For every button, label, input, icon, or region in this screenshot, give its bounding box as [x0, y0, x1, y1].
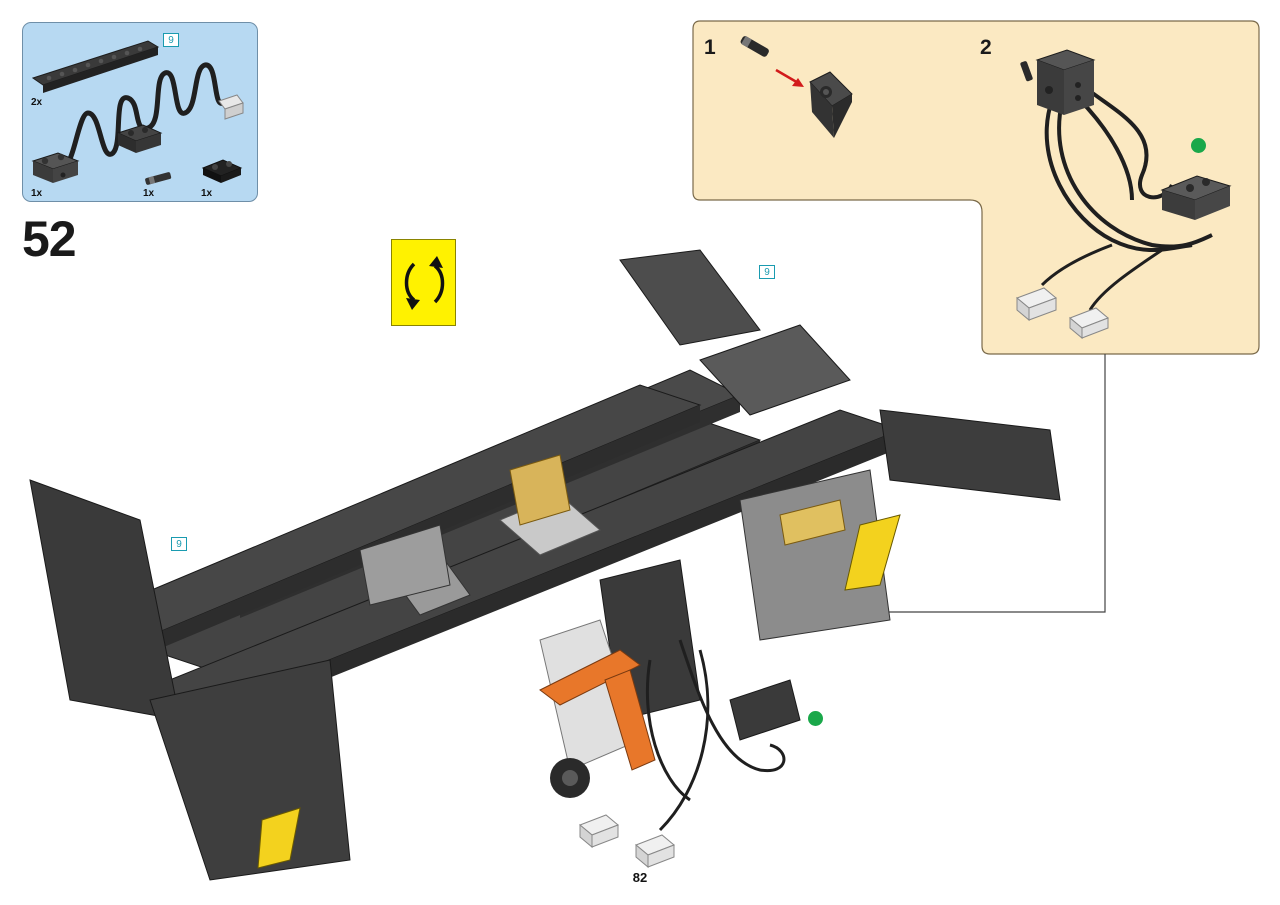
model-callout-beam-9-rear: 9	[759, 265, 775, 279]
pin-quantity: 1x	[143, 188, 155, 199]
plate-quantity: 1x	[201, 188, 213, 199]
substep-number-1: 1	[704, 36, 716, 59]
substep1-illustration	[740, 36, 853, 138]
rotate-indicator	[391, 239, 456, 326]
connection-marker	[1191, 138, 1206, 153]
substep2-illustration	[1016, 49, 1232, 340]
brick-quantity: 1x	[31, 188, 43, 199]
technic-brick-part	[116, 124, 163, 153]
subassembly-panel	[692, 20, 1260, 613]
subassembly-callout: 1 2	[692, 20, 1260, 613]
step-number: 52	[22, 211, 77, 267]
model-callout-beam-9-front: 9	[171, 537, 187, 551]
technic-beam-part	[31, 40, 160, 93]
parts-callout: 2x 9 1x 1x 1x	[22, 22, 258, 202]
parts-illustration	[31, 40, 244, 185]
callout-leader-line	[812, 354, 1106, 613]
chassis-frame	[29, 249, 1061, 881]
rotate-arrows-icon	[404, 256, 445, 310]
page-number: 82	[632, 870, 648, 885]
beam-length-badge: 9	[163, 33, 179, 47]
substep-number-2: 2	[980, 36, 992, 59]
model-connection-marker	[808, 711, 823, 726]
plate-part	[201, 159, 243, 183]
wire-plug-part	[218, 94, 244, 120]
pin-connector-part	[145, 172, 172, 185]
technic-brick-2x2-part	[31, 152, 80, 183]
beam-quantity: 2x	[31, 97, 43, 108]
